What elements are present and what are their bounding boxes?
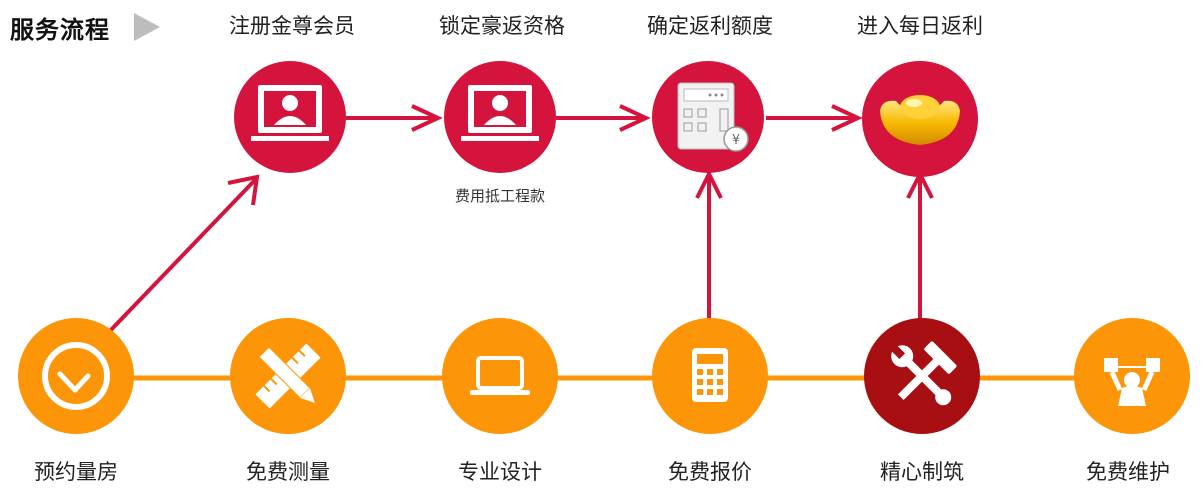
step-label-maintenance: 免费维护 (1086, 460, 1170, 484)
laptop-user-icon (251, 85, 329, 141)
clock-icon (42, 342, 110, 410)
vertical-arrow-head-1 (695, 169, 723, 199)
step-node-design (442, 318, 558, 434)
step-node-daily (862, 61, 978, 177)
step-node-quote (652, 318, 768, 434)
step-label-confirm: 确定返利额度 (647, 14, 773, 38)
pencil-ruler-icon (255, 343, 321, 409)
diagonal-arrow-head (227, 174, 260, 206)
hammer-wrench-icon (890, 341, 957, 406)
calculator-yen-icon: ¥ (677, 82, 749, 152)
step-label-register: 注册金尊会员 (229, 14, 355, 38)
step-sublabel-deduct: 费用抵工程款 (454, 187, 545, 205)
svg-text:¥: ¥ (732, 133, 740, 148)
step-node-maintenance (1074, 318, 1190, 434)
step-label-quote: 免费报价 (668, 460, 752, 484)
step-node-lock (444, 61, 556, 173)
laptop-icon (470, 356, 530, 395)
step-label-build: 精心制筑 (880, 460, 964, 484)
top-arrow-head-1 (411, 104, 443, 132)
step-label-lock: 锁定豪返资格 (439, 14, 565, 38)
diagonal-arrow-line (106, 178, 257, 335)
calculator-icon (692, 348, 728, 402)
gold-ingot-icon (880, 95, 960, 145)
step-node-measure (230, 318, 346, 434)
step-node-build (864, 318, 980, 434)
step-node-appointment (18, 318, 134, 434)
step-label-appointment: 预约量房 (34, 460, 118, 484)
step-node-confirm: ¥ (652, 61, 764, 173)
step-label-design: 专业设计 (458, 460, 542, 484)
top-arrow-head-3 (831, 104, 863, 132)
step-label-daily: 进入每日返利 (857, 14, 983, 38)
top-arrow-head-2 (619, 104, 651, 132)
wrench-worker-icon (1104, 358, 1160, 406)
laptop-user-icon (461, 85, 539, 141)
step-label-measure: 免费测量 (246, 460, 330, 484)
title-play-icon (134, 13, 160, 41)
step-node-register (234, 61, 346, 173)
page-title: 服务流程 (10, 16, 110, 44)
